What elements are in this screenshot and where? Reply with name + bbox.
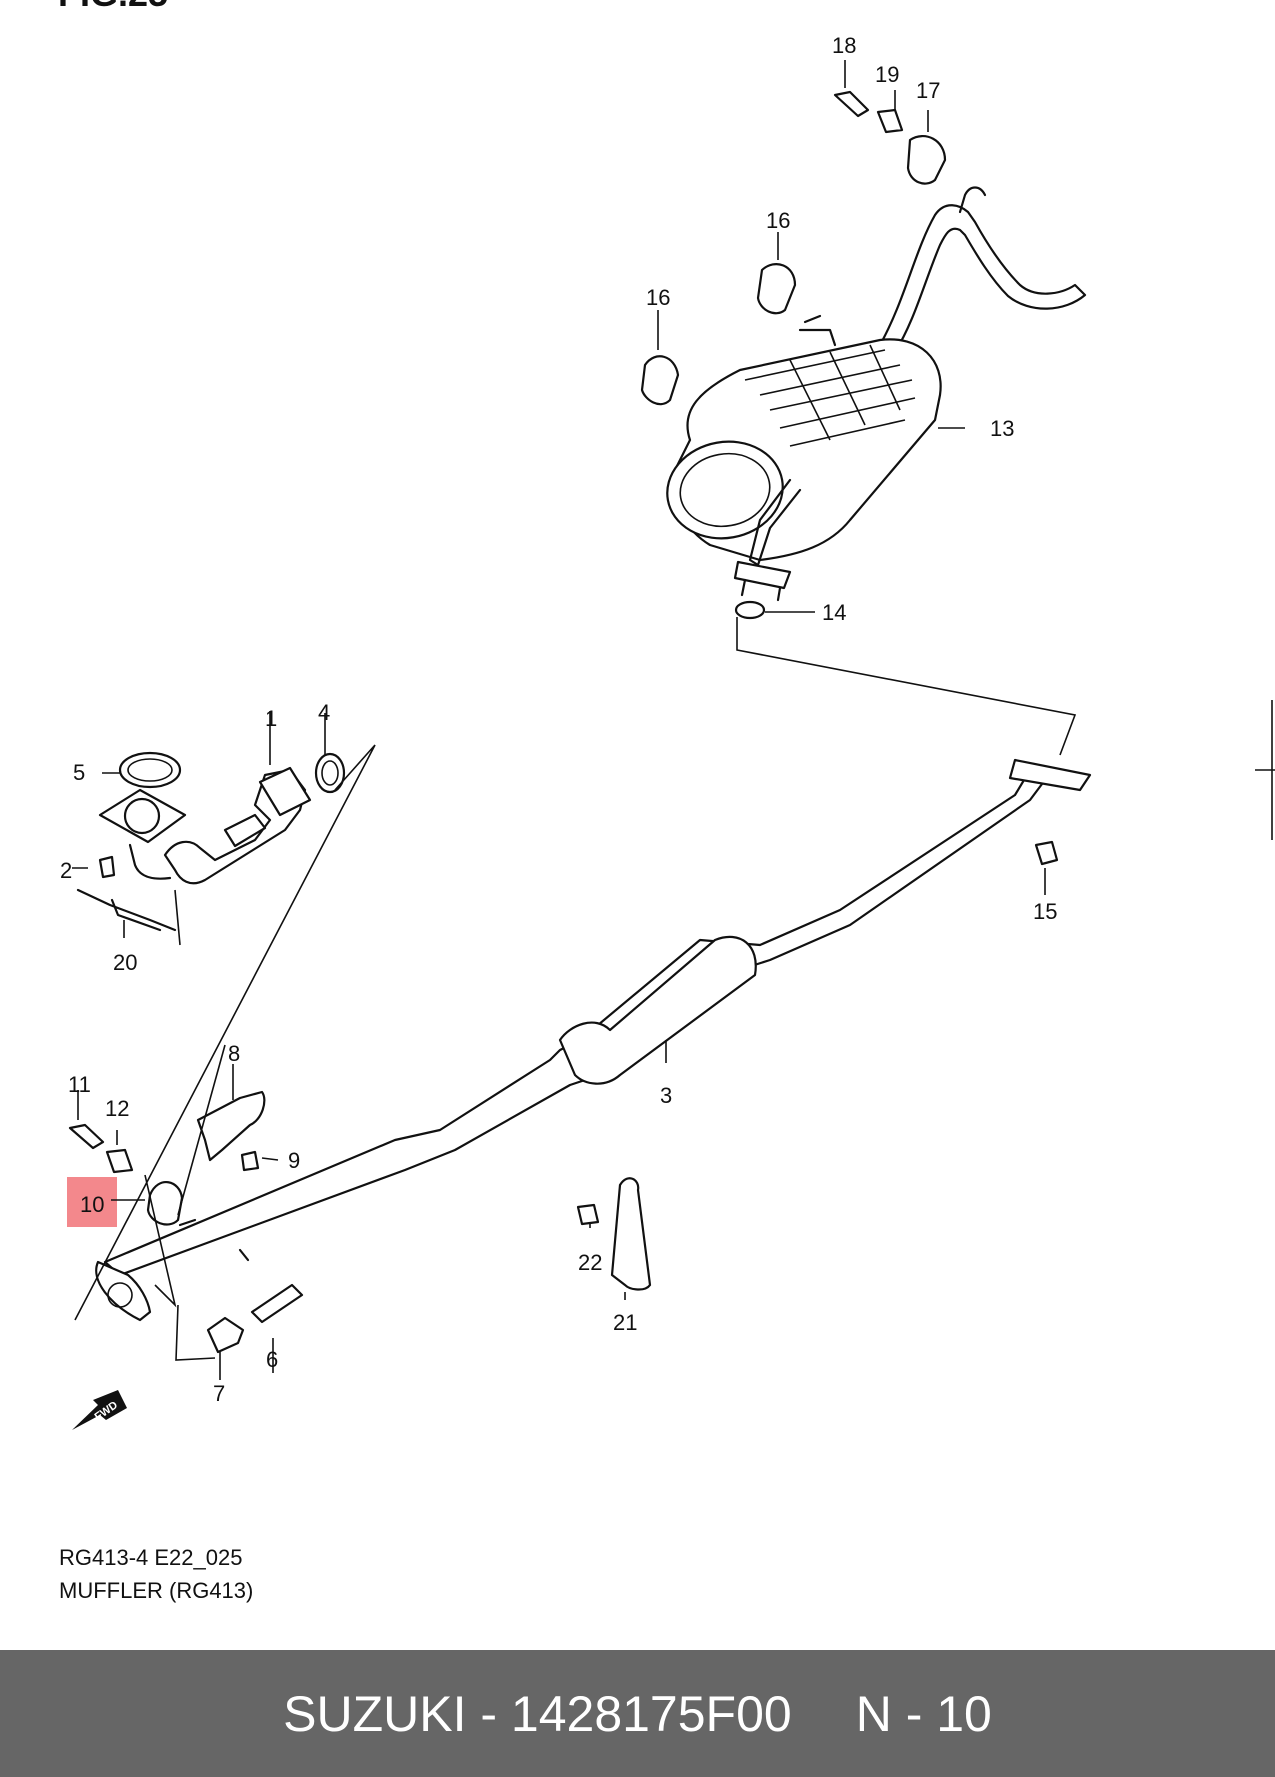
mount-rubber-10 xyxy=(146,1181,184,1226)
figure-title: FIG.25 xyxy=(58,0,168,14)
rear-muffler xyxy=(666,186,1087,602)
center-pipe xyxy=(95,758,1092,1322)
fwd-arrow: FWD xyxy=(72,1390,127,1430)
mount-rubber-16a xyxy=(640,355,680,406)
figure-code: RG413-4 E22_025 xyxy=(59,1545,243,1570)
callout-17: 17 xyxy=(916,78,940,103)
callout-16b: 16 xyxy=(766,208,790,233)
gasket-14 xyxy=(734,600,766,620)
callout-11: 11 xyxy=(68,1072,91,1097)
mount-rubber-17 xyxy=(906,134,947,185)
callout-14: 14 xyxy=(822,600,846,625)
highlighted-callout-box xyxy=(67,1177,117,1227)
bracket-8 xyxy=(196,1090,266,1162)
callout-13: 13 xyxy=(990,416,1014,441)
footer-reference: N - 10 xyxy=(855,1685,992,1742)
bolt-9 xyxy=(240,1150,260,1172)
bolt-11 xyxy=(68,1123,105,1150)
callout-22: 22 xyxy=(578,1250,602,1275)
exhaust-parts-diagram: FIG.25 xyxy=(58,0,1275,1430)
callout-19: 19 xyxy=(875,62,899,87)
callout-5: 5 xyxy=(73,760,85,785)
gasket-4 xyxy=(314,752,346,794)
callout-4: 4 xyxy=(318,700,330,725)
callout-9: 9 xyxy=(288,1148,300,1173)
footer-part-number: SUZUKI - 1428175F00 xyxy=(283,1685,792,1742)
hanger-21 xyxy=(610,1177,652,1291)
bolt-6 xyxy=(250,1283,304,1324)
callout-12: 12 xyxy=(105,1096,129,1121)
bolt-18 xyxy=(833,90,870,118)
callout-16a: 16 xyxy=(646,285,670,310)
bolt-22 xyxy=(576,1203,600,1226)
callout-2: 2 xyxy=(60,858,72,883)
gasket-5 xyxy=(118,751,182,789)
callout-15: 15 xyxy=(1033,899,1057,924)
nut-15 xyxy=(1034,840,1059,866)
callout-8: 8 xyxy=(228,1041,240,1066)
figure-name: MUFFLER (RG413) xyxy=(59,1578,254,1603)
callout-6: 6 xyxy=(266,1347,278,1372)
callout-10: 10 xyxy=(80,1192,104,1217)
callout-1: 1 xyxy=(265,706,277,731)
callout-3: 3 xyxy=(660,1083,672,1108)
callout-7: 7 xyxy=(213,1381,225,1406)
footer-bar: SUZUKI - 1428175F00 N - 10 xyxy=(0,1650,1275,1777)
callout-21: 21 xyxy=(613,1310,637,1335)
front-pipe xyxy=(98,766,312,885)
collar-12 xyxy=(105,1148,134,1174)
bolt-2 xyxy=(98,855,116,879)
collar-19 xyxy=(876,108,904,134)
oxygen-sensor-20 xyxy=(76,888,177,932)
callout-18: 18 xyxy=(832,33,856,58)
spring-7 xyxy=(206,1316,245,1354)
callouts: 1 2 3 4 5 6 7 8 9 10 11 12 13 14 15 16 1… xyxy=(60,33,1057,1406)
callout-20: 20 xyxy=(113,950,137,975)
mount-rubber-16b xyxy=(756,263,797,315)
